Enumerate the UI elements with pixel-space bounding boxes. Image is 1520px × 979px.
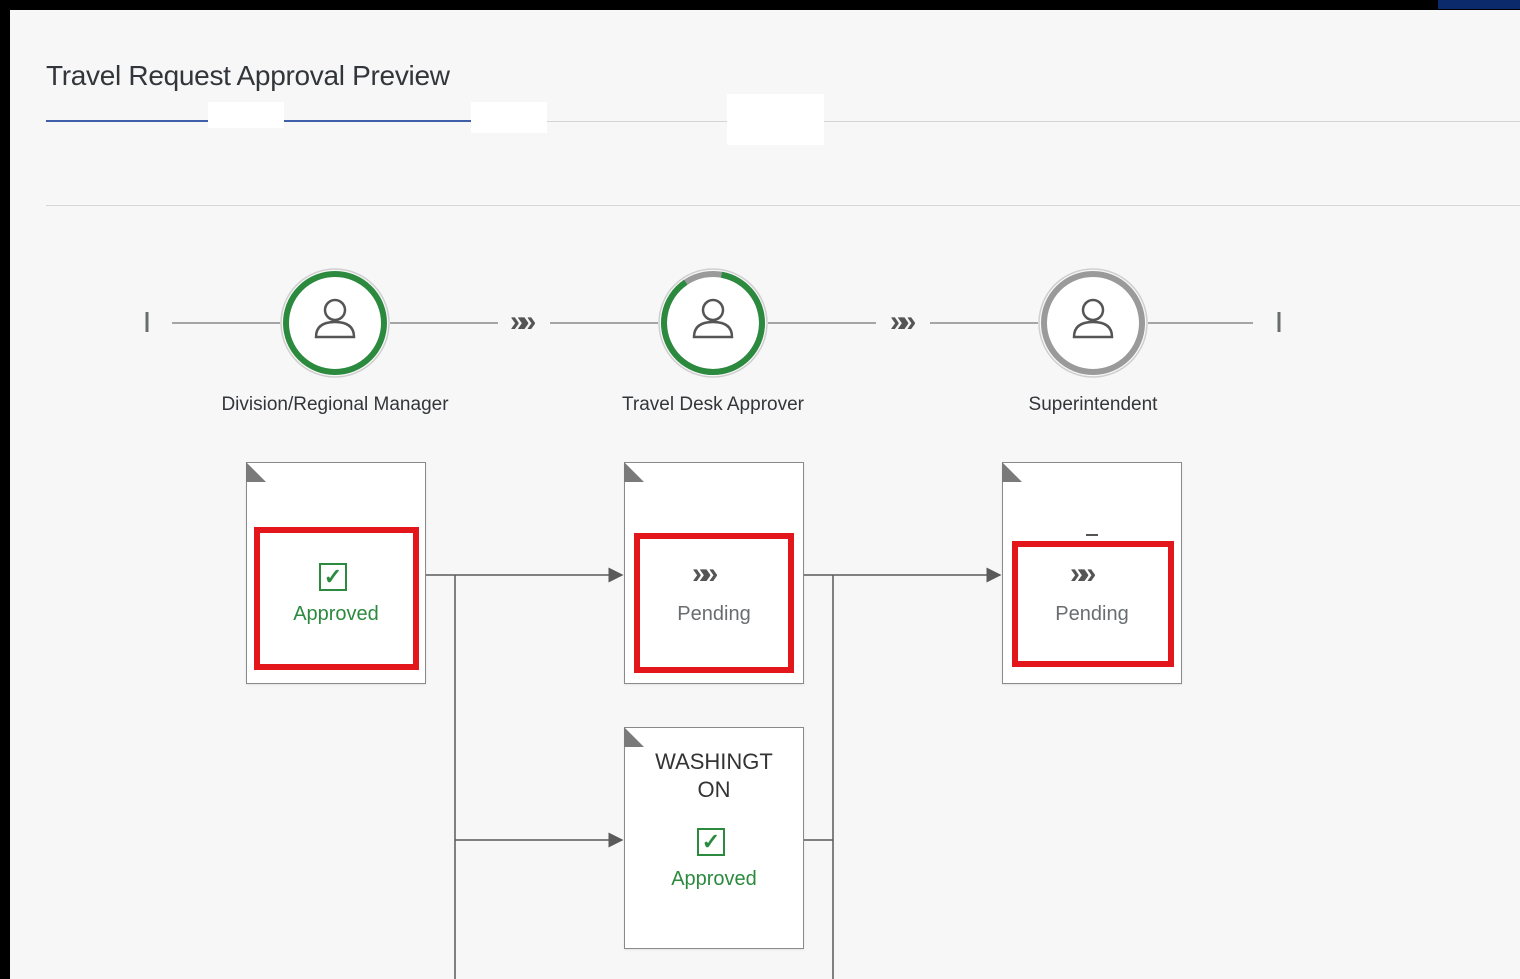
approval-preview-panel: Travel Request Approval Preview bbox=[10, 10, 1520, 979]
location-line-2: ON bbox=[697, 777, 731, 802]
step-label-superintendent: Superintendent bbox=[1028, 394, 1158, 415]
card-fold bbox=[246, 462, 266, 482]
page-title: Travel Request Approval Preview bbox=[46, 60, 450, 91]
checkbox-check-icon: ✓ bbox=[319, 563, 347, 591]
highlight-box bbox=[634, 533, 794, 673]
redacted-area bbox=[727, 94, 824, 145]
status-pending: Pending bbox=[677, 603, 751, 625]
flow-arrow-icon: »» bbox=[890, 305, 917, 338]
flow-arrow-icon: »» bbox=[510, 305, 537, 338]
step-label-travel-desk-approver: Travel Desk Approver bbox=[622, 394, 804, 415]
step-node-division-regional-manager bbox=[280, 268, 390, 378]
checkbox-check-icon: ✓ bbox=[697, 828, 725, 856]
approval-flow-graphic bbox=[145, 268, 1281, 979]
approver-card-travel-desk[interactable]: »» Pending bbox=[624, 462, 804, 684]
card-fold bbox=[1002, 462, 1022, 482]
header-divider bbox=[471, 121, 1520, 122]
status-approved: Approved bbox=[293, 603, 379, 625]
approver-card-washington[interactable]: WASHINGT ON ✓ Approved bbox=[624, 727, 804, 949]
highlight-box bbox=[1012, 541, 1174, 667]
step-node-superintendent bbox=[1038, 268, 1148, 378]
status-pending: Pending bbox=[1055, 603, 1129, 625]
card-fold bbox=[624, 727, 644, 747]
corner-accent bbox=[1438, 0, 1520, 9]
highlight-box bbox=[254, 527, 419, 670]
redacted-area bbox=[471, 102, 547, 133]
status-approved: Approved bbox=[671, 868, 757, 890]
redacted-area bbox=[208, 102, 284, 128]
step-node-travel-desk-approver bbox=[658, 268, 768, 378]
section-divider bbox=[46, 205, 1520, 206]
placeholder-dash bbox=[1086, 534, 1098, 536]
location-line-1: WASHINGT bbox=[655, 749, 773, 774]
approver-card-superintendent[interactable]: »» Pending bbox=[1002, 462, 1182, 684]
approver-card-division-manager[interactable]: ✓ Approved bbox=[246, 462, 426, 684]
step-label-division-regional-manager: Division/Regional Manager bbox=[221, 394, 449, 415]
card-fold bbox=[624, 462, 644, 482]
